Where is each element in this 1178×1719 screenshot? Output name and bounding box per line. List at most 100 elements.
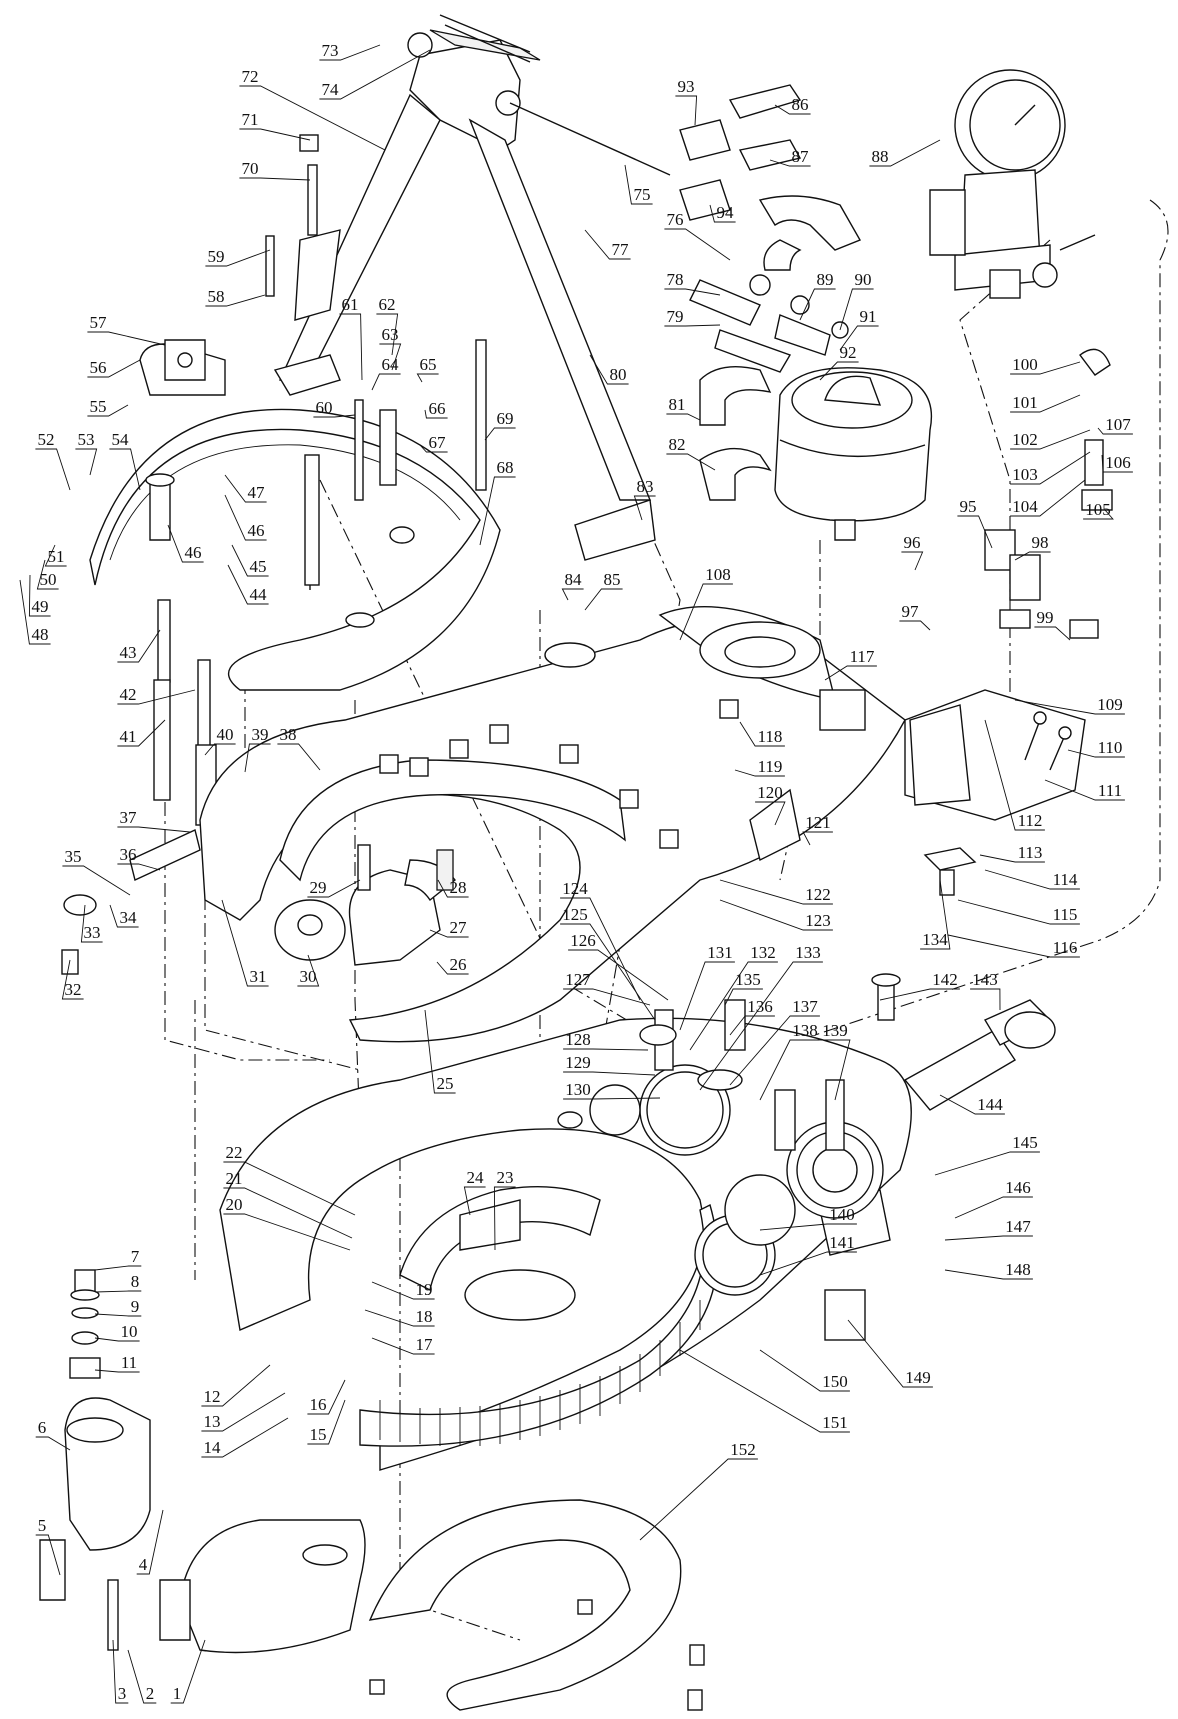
part-number-label: 97 bbox=[902, 602, 920, 621]
part-callout: 43 bbox=[117, 629, 161, 663]
callout-leader bbox=[901, 551, 924, 571]
callout-leader bbox=[802, 831, 833, 846]
part-number-label: 71 bbox=[242, 110, 259, 129]
part-number-label: 114 bbox=[1053, 870, 1078, 889]
part-number-label: 135 bbox=[735, 970, 761, 989]
callout-leader bbox=[799, 288, 836, 321]
callout-leader bbox=[1097, 427, 1133, 435]
part-callout: 18 bbox=[364, 1307, 435, 1327]
callout-leader bbox=[167, 524, 204, 563]
part-number-label: 146 bbox=[1005, 1178, 1031, 1197]
callout-leader bbox=[633, 495, 656, 521]
part-number-label: 18 bbox=[416, 1307, 433, 1326]
callout-leader bbox=[224, 494, 267, 541]
part-callout: 20 bbox=[223, 1195, 351, 1251]
jaw-assembly bbox=[274, 844, 456, 966]
callout-leader bbox=[729, 1015, 775, 1036]
part-callout: 32 bbox=[61, 959, 84, 1000]
part-number-label: 25 bbox=[437, 1074, 454, 1093]
callout-leader bbox=[563, 1097, 661, 1100]
part-callout: 117 bbox=[824, 647, 877, 681]
callout-leader bbox=[94, 1369, 140, 1373]
part-number-label: 149 bbox=[905, 1368, 931, 1387]
part-callout: 28 bbox=[437, 878, 469, 898]
part-number-label: 117 bbox=[850, 647, 875, 666]
callout-leader bbox=[869, 139, 941, 167]
callout-leader bbox=[117, 629, 161, 663]
part-number-label: 46 bbox=[248, 521, 265, 540]
part-callout: 128 bbox=[563, 1030, 649, 1051]
part-number-label: 124 bbox=[562, 879, 588, 898]
callout-leader bbox=[957, 899, 1080, 925]
callout-leader bbox=[307, 1399, 346, 1445]
callout-leader bbox=[424, 1009, 456, 1094]
part-number-label: 32 bbox=[65, 980, 82, 999]
callout-leader bbox=[297, 954, 320, 987]
part-callout: 118 bbox=[739, 721, 785, 747]
part-callout: 103 bbox=[1010, 451, 1091, 485]
part-callout: 146 bbox=[954, 1178, 1033, 1219]
callout-leader bbox=[117, 826, 191, 833]
part-callout: 100 bbox=[1010, 355, 1081, 375]
part-number-label: 151 bbox=[822, 1413, 848, 1432]
part-callout: 139 bbox=[820, 1021, 851, 1101]
part-number-label: 72 bbox=[242, 67, 259, 86]
part-callout: 137 bbox=[729, 997, 820, 1086]
callout-leader bbox=[719, 899, 833, 931]
part-callout: 45 bbox=[231, 544, 269, 577]
callout-leader bbox=[584, 588, 623, 611]
callout-leader bbox=[755, 801, 786, 826]
part-callout: 115 bbox=[957, 899, 1080, 925]
part-number-label: 95 bbox=[960, 497, 977, 516]
part-callout: 1 bbox=[170, 1639, 206, 1704]
part-callout: 147 bbox=[944, 1217, 1033, 1241]
callout-leader bbox=[729, 1015, 820, 1086]
part-callout: 46 bbox=[224, 494, 267, 541]
callout-leader bbox=[719, 879, 833, 905]
hydraulic-motor bbox=[774, 367, 933, 541]
part-callout: 121 bbox=[802, 813, 833, 846]
part-callout: 27 bbox=[429, 918, 469, 938]
part-number-label: 96 bbox=[904, 533, 921, 552]
part-number-label: 2 bbox=[146, 1684, 155, 1703]
part-callout: 119 bbox=[734, 757, 785, 777]
part-callout: 3 bbox=[112, 1639, 129, 1704]
callout-leader bbox=[376, 313, 399, 356]
part-callout: 109 bbox=[1014, 695, 1125, 715]
part-callout: 125 bbox=[560, 905, 656, 1021]
part-number-label: 138 bbox=[792, 1021, 818, 1040]
part-callout: 97 bbox=[899, 602, 931, 631]
part-number-label: 79 bbox=[667, 307, 684, 326]
part-number-label: 69 bbox=[497, 409, 514, 428]
part-callout: 41 bbox=[117, 719, 166, 747]
callout-leader bbox=[1083, 509, 1114, 520]
part-number-label: 109 bbox=[1097, 695, 1123, 714]
part-callout: 126 bbox=[568, 931, 669, 1001]
part-callout: 47 bbox=[224, 474, 267, 503]
part-callout: 82 bbox=[666, 435, 716, 471]
callout-leader bbox=[934, 1151, 1040, 1176]
part-number-label: 7 bbox=[131, 1247, 140, 1266]
part-callout: 102 bbox=[1010, 429, 1091, 450]
callout-leader bbox=[739, 721, 785, 747]
part-callout: 92 bbox=[819, 343, 859, 381]
part-callout: 58 bbox=[205, 287, 266, 307]
part-number-label: 103 bbox=[1012, 465, 1038, 484]
part-number-label: 51 bbox=[48, 547, 65, 566]
part-number-label: 4 bbox=[139, 1555, 148, 1574]
part-number-label: 16 bbox=[310, 1395, 327, 1414]
part-number-label: 83 bbox=[637, 477, 654, 496]
part-callout: 134 bbox=[920, 879, 951, 950]
callout-leader bbox=[769, 159, 811, 167]
callout-leader bbox=[679, 583, 733, 641]
callout-leader bbox=[759, 1039, 820, 1101]
part-callout: 49 bbox=[28, 574, 51, 617]
part-number-label: 43 bbox=[120, 643, 137, 662]
part-callout: 51 bbox=[44, 544, 67, 567]
callout-leader bbox=[479, 476, 516, 546]
part-number-label: 127 bbox=[565, 970, 591, 989]
callout-leader bbox=[201, 1417, 289, 1458]
callout-leader bbox=[584, 229, 631, 260]
callout-leader bbox=[170, 1639, 206, 1704]
